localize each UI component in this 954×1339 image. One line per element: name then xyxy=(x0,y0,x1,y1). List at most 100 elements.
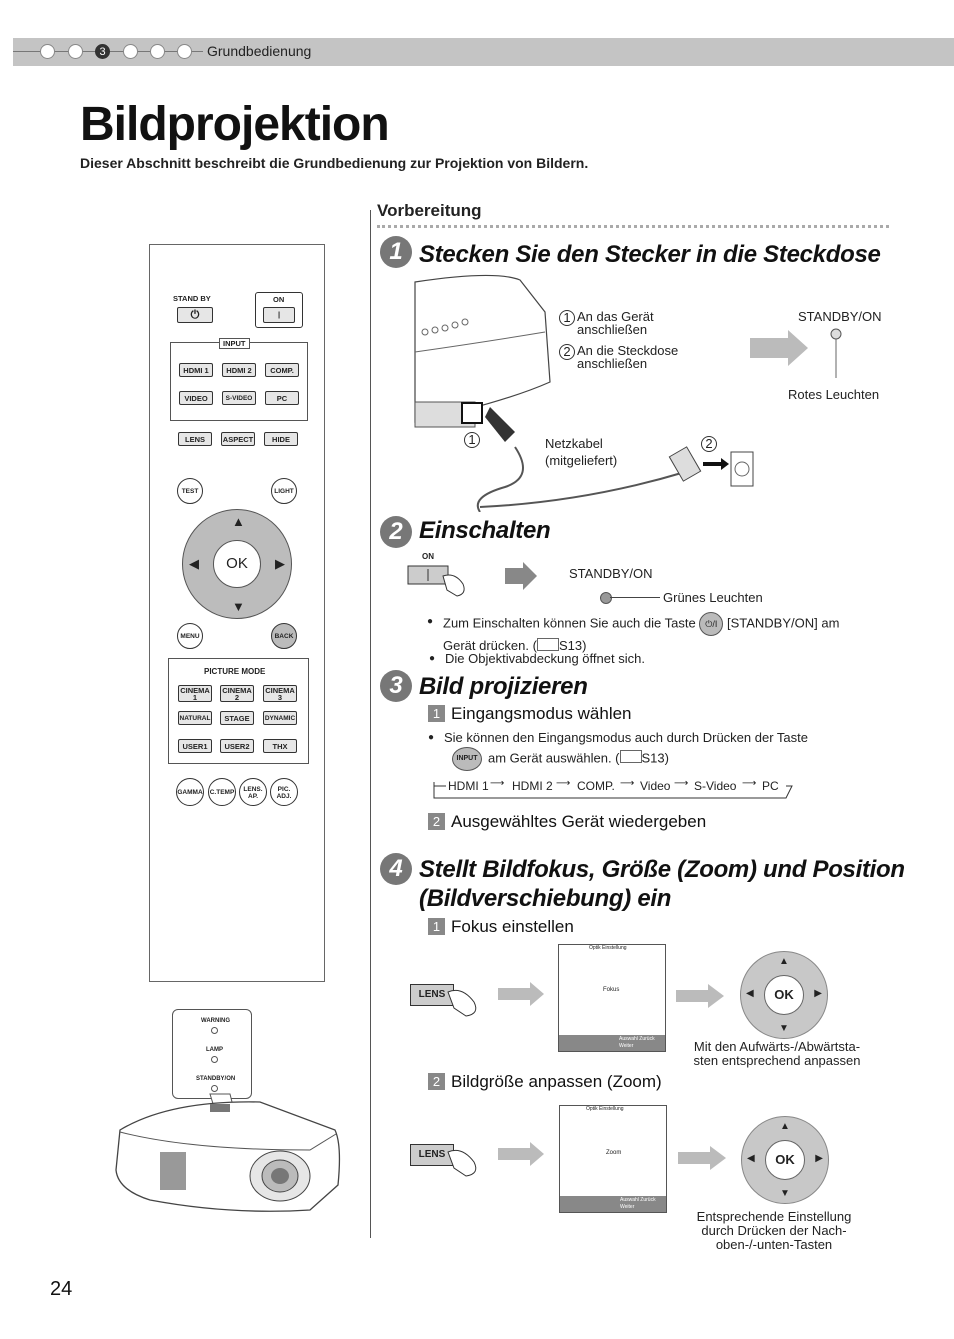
step3-sub2-text: Ausgewähltes Gerät wiedergeben xyxy=(451,812,707,831)
step3-bullet1b: am Gerät auswählen. ( xyxy=(488,750,620,766)
step4-number: 4 xyxy=(380,853,412,885)
chapter-dot-active: 3 xyxy=(95,44,110,59)
remote-down-icon[interactable]: ▼ xyxy=(232,599,245,614)
seq-pc: PC xyxy=(762,779,779,793)
remote-dpad[interactable]: ▲ ▼ ◀ ▶ OK xyxy=(182,509,292,619)
remote-menu-button[interactable]: MENU xyxy=(177,623,203,649)
remote-input-label: INPUT xyxy=(219,338,250,349)
remote-dynamic-button[interactable]: DYNAMIC xyxy=(263,711,297,725)
step2-bullet2: Die Objektivabdeckung öffnet sich. xyxy=(429,649,645,668)
right-arrow-icon: ▶ xyxy=(815,1153,823,1164)
step3-bullet1a: Sie können den Eingangsmodus auch durch … xyxy=(444,730,808,745)
remote-left-icon[interactable]: ◀ xyxy=(189,556,199,571)
remote-light-button[interactable]: LIGHT xyxy=(271,478,297,504)
step1-item2-num: 2 xyxy=(559,344,575,360)
input-key-icon: INPUT xyxy=(452,747,482,771)
remote-comp-button[interactable]: COMP. xyxy=(265,363,299,377)
chapter-dot xyxy=(123,44,138,59)
step2-on-button-illustration xyxy=(407,562,537,597)
remote-svideo-button[interactable]: S-VIDEO xyxy=(222,391,256,405)
remote-thx-button[interactable]: THX xyxy=(263,739,297,753)
step1-red-light: Rotes Leuchten xyxy=(788,387,880,402)
seq-arrow-icon: ⟶ xyxy=(620,778,635,789)
page-title: Bildprojektion xyxy=(80,98,390,151)
remote-natural-button[interactable]: NATURAL xyxy=(178,711,212,725)
step1-number: 1 xyxy=(380,236,412,268)
seq-arrow-icon: ⟶ xyxy=(556,778,571,789)
remote-standby-button[interactable]: ⏻ xyxy=(177,307,213,323)
step3-bullet1: Sie können den Eingangsmodus auch durch … xyxy=(428,728,808,771)
remote-up-icon[interactable]: ▲ xyxy=(232,514,245,529)
remote-cinema1-button[interactable]: CINEMA 1 xyxy=(178,685,212,702)
focus-note-line1: Mit den Aufwärts-/Abwärtsta- xyxy=(693,1039,861,1054)
step1-item1: An das Gerät anschließen xyxy=(577,309,654,337)
remote-on-frame: ON | xyxy=(255,292,303,328)
osd-footer2: Weiter xyxy=(620,1204,635,1210)
seq-arrow-icon: ⟶ xyxy=(742,778,757,789)
remote-right-icon[interactable]: ▶ xyxy=(275,556,285,571)
remote-control: STAND BY ⏻ ON | INPUT HDMI 1 HDMI 2 COMP… xyxy=(149,244,325,982)
remote-pc-button[interactable]: PC xyxy=(265,391,299,405)
left-arrow-icon: ◀ xyxy=(747,1153,755,1164)
zoom-osd-item: Zoom xyxy=(606,1150,622,1156)
step1-title: Stecken Sie den Stecker in die Steckdose xyxy=(419,241,881,268)
seq-arrow-icon: ⟶ xyxy=(490,778,505,789)
remote-hdmi1-button[interactable]: HDMI 1 xyxy=(179,363,213,377)
projector-illustration xyxy=(115,1093,341,1212)
input-sequence: HDMI 1 HDMI 2 COMP. Video S-Video PC ⟶ ⟶… xyxy=(430,778,794,802)
step3-sub2-num: 2 xyxy=(428,813,445,830)
remote-on-button[interactable]: | xyxy=(263,307,295,323)
remote-picture-mode-label: PICTURE MODE xyxy=(204,667,266,676)
remote-standby-label: STAND BY xyxy=(173,294,211,303)
step4-sub2-text: Bildgröße anpassen (Zoom) xyxy=(451,1072,662,1091)
step2-standby-label: STANDBY/ON xyxy=(569,566,653,581)
warning-led-icon xyxy=(211,1027,218,1034)
step1-item2: An die Steckdose anschließen xyxy=(577,343,679,371)
remote-ctemp-button[interactable]: C.TEMP xyxy=(208,778,236,806)
dotted-divider xyxy=(377,225,889,228)
remote-lens-button[interactable]: LENS xyxy=(178,432,212,446)
remote-back-button[interactable]: BACK xyxy=(271,623,297,649)
ok-button-icon: OK xyxy=(764,975,804,1015)
focus-osd-item: Fokus xyxy=(603,987,620,993)
zoom-ok-pad: ▲ ▼ ◀ ▶ OK xyxy=(741,1116,829,1204)
step2-bullet1b: [STANDBY/ON] am xyxy=(726,615,840,631)
remote-hdmi2-button[interactable]: HDMI 2 xyxy=(222,363,256,377)
remote-user2-button[interactable]: USER2 xyxy=(220,739,254,753)
remote-aspect-button[interactable]: ASPECT xyxy=(221,432,255,446)
seq-hdmi2: HDMI 2 xyxy=(512,779,553,793)
remote-stage-button[interactable]: STAGE xyxy=(220,711,254,725)
step2-number: 2 xyxy=(380,516,412,548)
remote-cinema2-button[interactable]: CINEMA 2 xyxy=(220,685,254,702)
green-led-icon xyxy=(600,592,612,604)
remote-video-button[interactable]: VIDEO xyxy=(179,391,213,405)
seq-svideo: S-Video xyxy=(694,779,737,793)
remote-test-button[interactable]: TEST xyxy=(177,478,203,504)
remote-hide-button[interactable]: HIDE xyxy=(264,432,298,446)
down-arrow-icon: ▼ xyxy=(779,1023,789,1034)
remote-ok-button[interactable]: OK xyxy=(213,540,261,588)
remote-cinema3-button[interactable]: CINEMA 3 xyxy=(263,685,297,702)
remote-gamma-button[interactable]: GAMMA xyxy=(176,778,204,806)
section-heading: Vorbereitung xyxy=(377,201,482,220)
book-icon xyxy=(619,750,642,764)
remote-picadj-button[interactable]: PIC. ADJ. xyxy=(270,778,298,806)
remote-user1-button[interactable]: USER1 xyxy=(178,739,212,753)
chapter-dot xyxy=(40,44,55,59)
step3-sub1-text: Eingangsmodus wählen xyxy=(451,704,632,723)
focus-osd-screen: Optik Einstellung Fokus Auswahl Zurück W… xyxy=(558,944,666,1052)
remote-lensap-button[interactable]: LENS. AP. xyxy=(239,778,267,806)
zoom-note-line2: durch Drücken der Nach- xyxy=(701,1223,847,1238)
left-arrow-icon: ◀ xyxy=(746,988,754,999)
standby-label: STANDBY/ON xyxy=(196,1076,236,1082)
focus-arrow-icon xyxy=(676,984,724,1008)
zoom-note: Entsprechende Einstellung durch Drücken … xyxy=(684,1210,864,1252)
step2-bullet1a: Zum Einschalten können Sie auch die Tast… xyxy=(443,615,696,631)
step4-title-line2: (Bildverschiebung) ein xyxy=(419,885,672,912)
down-arrow-icon: ▼ xyxy=(780,1188,790,1199)
up-arrow-icon: ▲ xyxy=(780,1121,790,1132)
zoom-note-line3: oben-/-unten-Tasten xyxy=(715,1237,833,1252)
remote-picture-mode-group: PICTURE MODE CINEMA 1 CINEMA 2 CINEMA 3 … xyxy=(168,658,309,764)
